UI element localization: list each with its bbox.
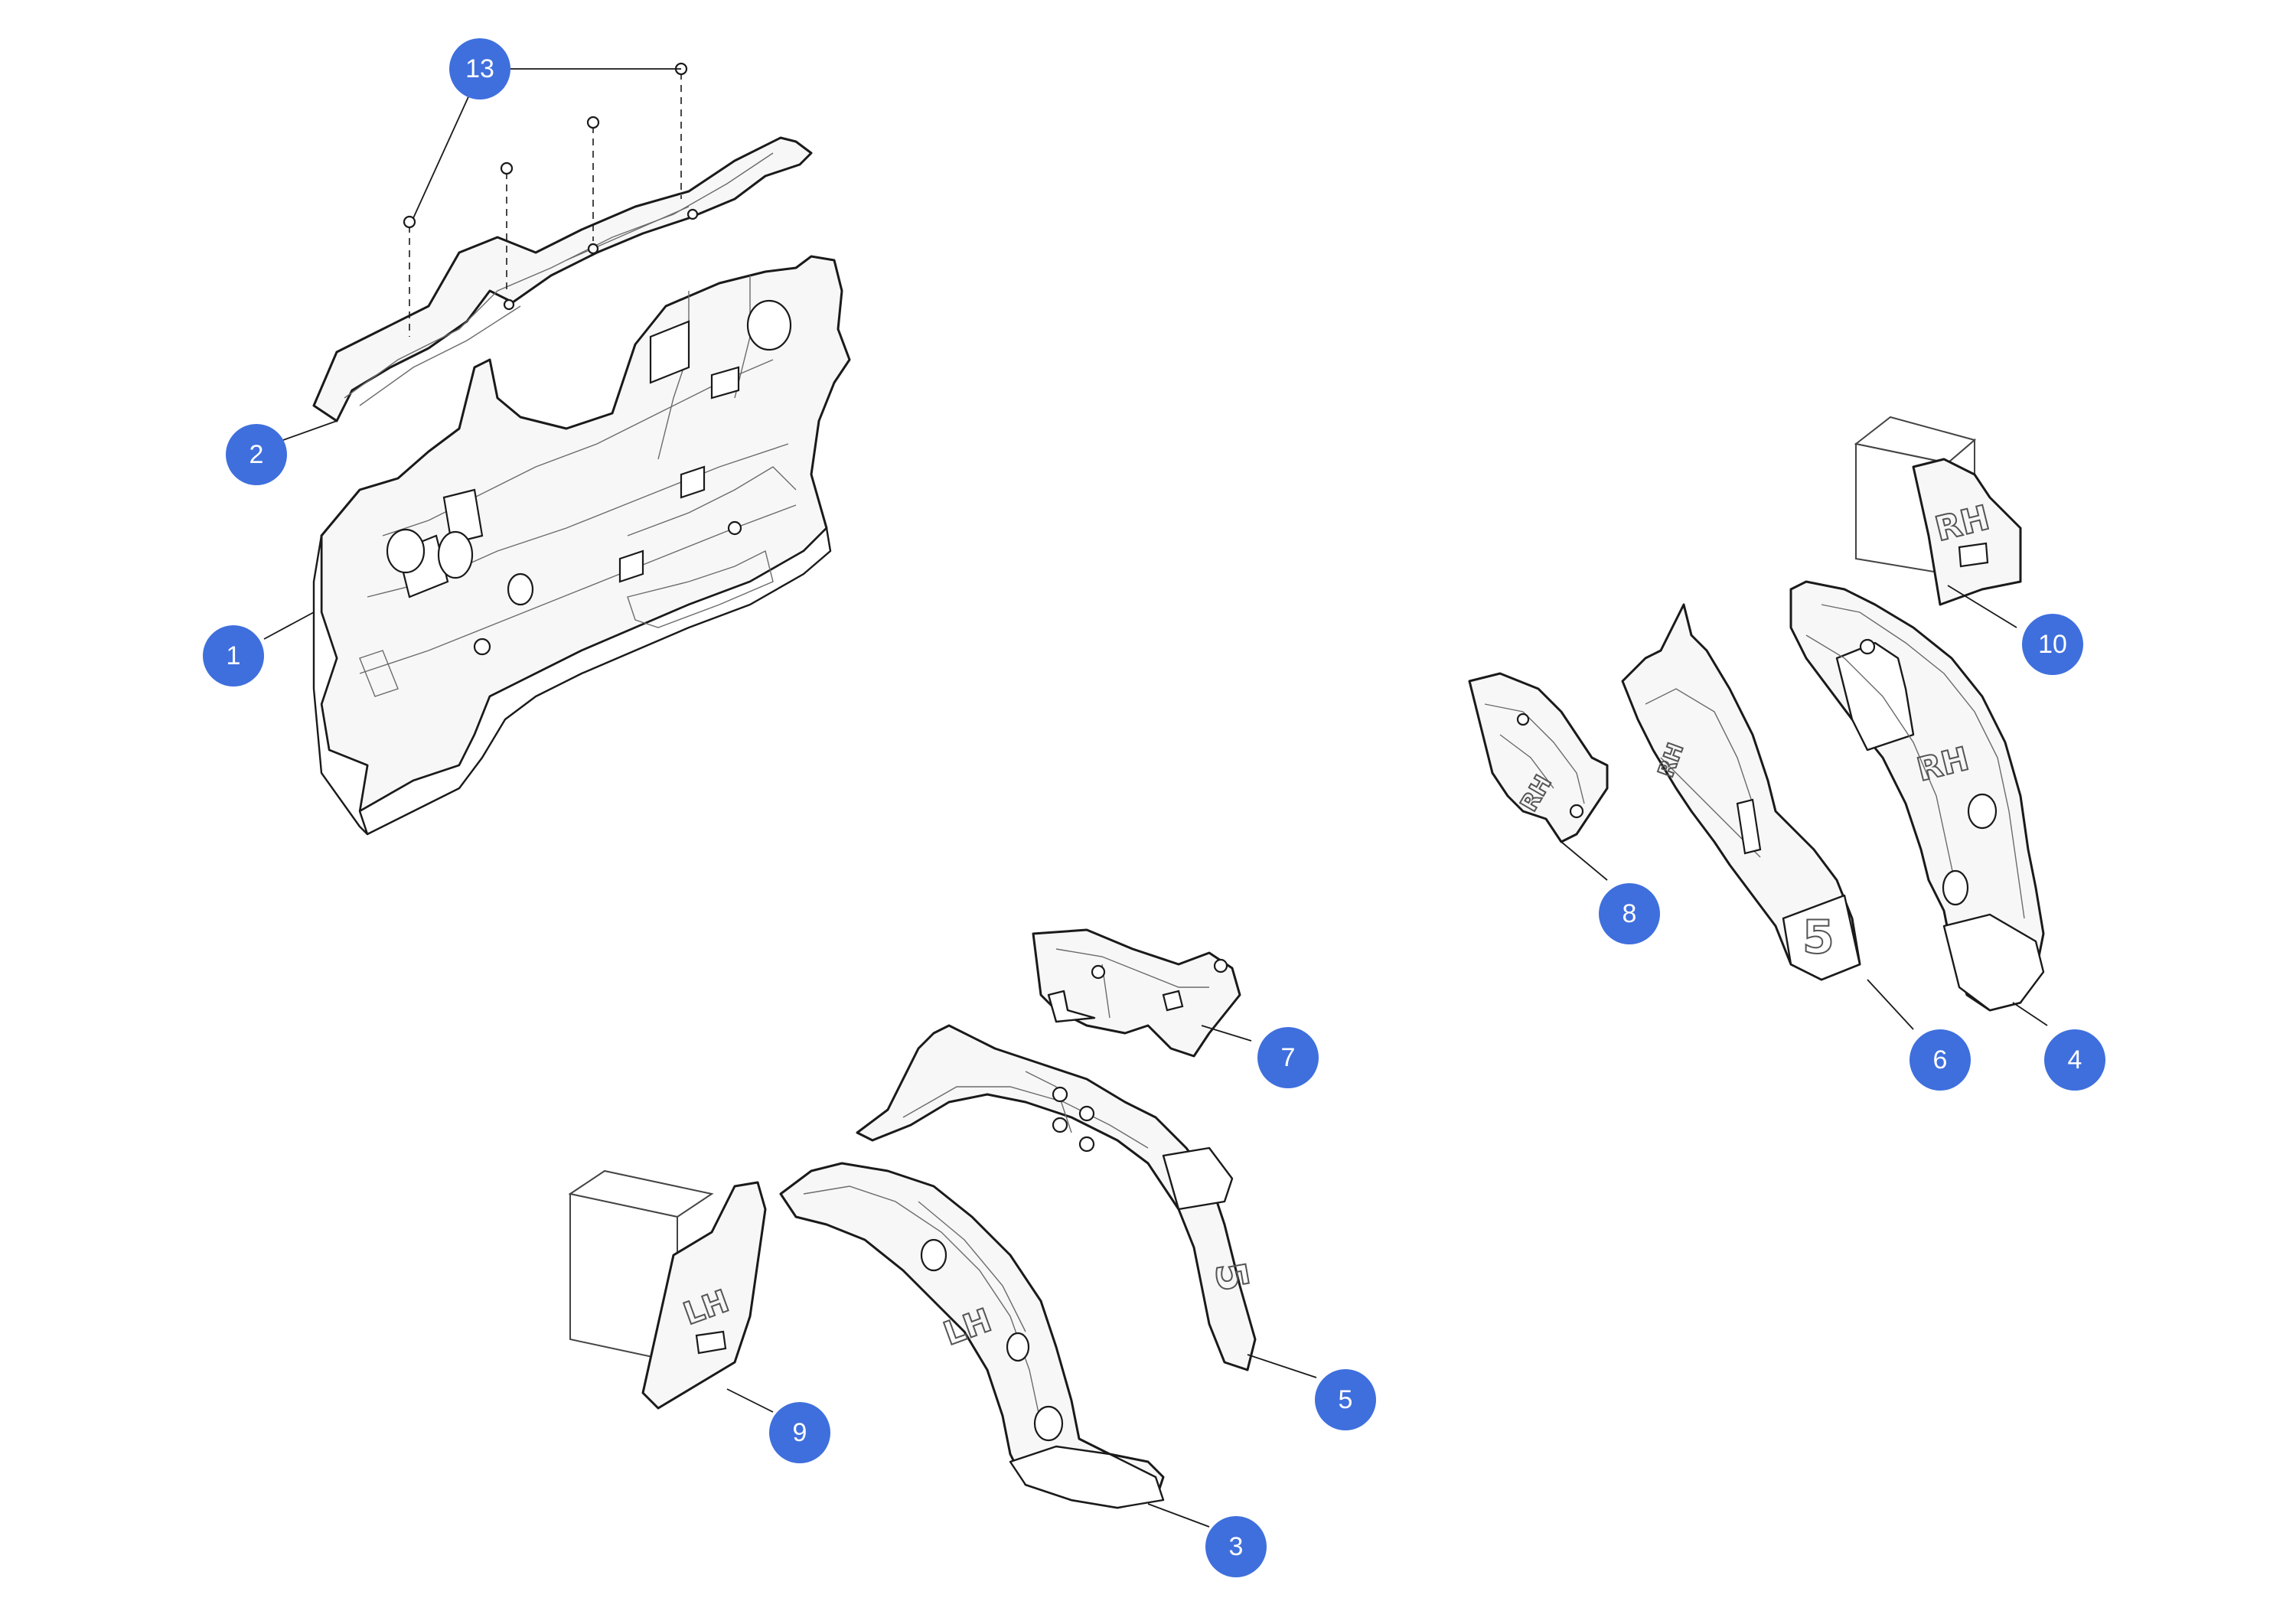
part-10-rh-foam-block: RH xyxy=(1854,416,2022,606)
callout-9: 9 xyxy=(769,1402,830,1463)
callout-2-label: 2 xyxy=(249,440,264,469)
part-4-rh-wheelhouse-liner: RH xyxy=(1789,580,2045,1012)
leader-lines xyxy=(263,68,2048,1528)
part-2-upper-insulator xyxy=(312,136,813,422)
part-1-dash-insulator xyxy=(312,255,851,836)
callout-8: 8 xyxy=(1599,883,1660,944)
callout-4-label: 4 xyxy=(2068,1045,2082,1075)
fastener-clip-2 xyxy=(500,161,514,175)
callout-7: 7 xyxy=(1257,1027,1319,1088)
callout-9-label: 9 xyxy=(793,1418,807,1447)
part-7-lh-bracket xyxy=(1032,928,1241,1058)
part-6-marking-five: 5 xyxy=(1802,911,1835,964)
part-6-rh-shield: 5 RH xyxy=(1621,603,1861,981)
callout-3-label: 3 xyxy=(1229,1532,1244,1561)
callout-13: 13 xyxy=(449,38,510,99)
part-9-lh-foam-block: LH xyxy=(568,1169,767,1410)
callout-4: 4 xyxy=(2044,1029,2105,1091)
callout-8-label: 8 xyxy=(1623,899,1637,928)
callout-13-label: 13 xyxy=(465,54,494,83)
fastener-clip-1 xyxy=(403,215,416,229)
callout-2: 2 xyxy=(226,424,287,485)
callout-7-label: 7 xyxy=(1281,1043,1296,1072)
callout-1: 1 xyxy=(203,625,264,686)
callout-5-label: 5 xyxy=(1339,1385,1353,1414)
part-5-lh-shield: 5 xyxy=(856,1024,1258,1371)
fastener-clip-3 xyxy=(586,116,600,129)
callout-3: 3 xyxy=(1205,1516,1267,1577)
callout-10: 10 xyxy=(2022,614,2083,675)
callout-6-label: 6 xyxy=(1933,1045,1948,1075)
part-3-lh-wheelhouse-liner: LH xyxy=(779,1162,1165,1509)
callout-6: 6 xyxy=(1910,1029,1971,1091)
callout-5: 5 xyxy=(1315,1369,1376,1430)
callout-10-label: 10 xyxy=(2038,630,2067,659)
part-8-rh-bracket: RH xyxy=(1468,672,1609,843)
callout-1-label: 1 xyxy=(227,641,241,670)
